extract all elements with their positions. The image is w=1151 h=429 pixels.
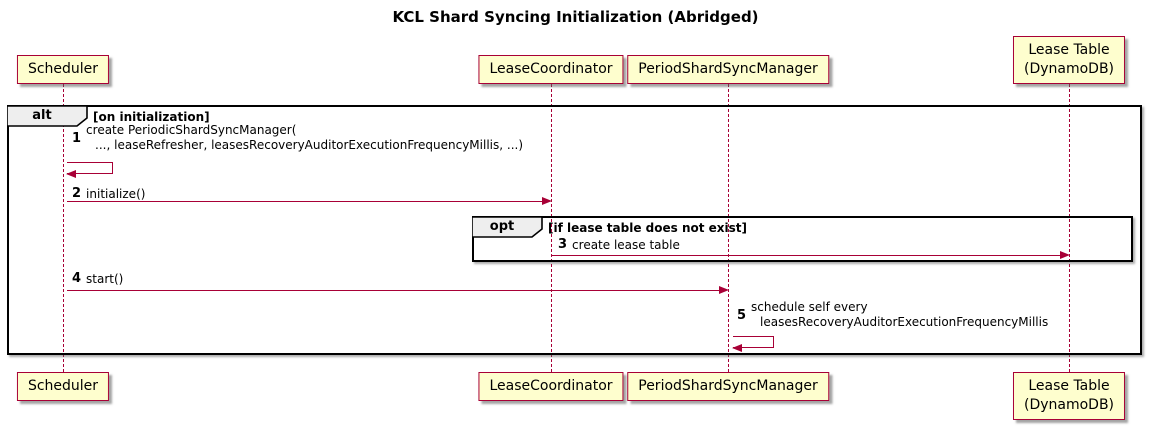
message-4-label: 4 start() xyxy=(72,271,123,286)
message-text: initialize() xyxy=(86,186,146,201)
message-3-label: 3 create lease table xyxy=(558,237,680,252)
arrow-line xyxy=(551,255,1067,256)
message-number: 5 xyxy=(737,307,747,323)
participant-lease-table-top: Lease Table (DynamoDB) xyxy=(1012,36,1126,84)
arrow-head xyxy=(1060,251,1070,259)
lifeline-lease-table xyxy=(1069,84,1070,372)
lifeline-lease-coordinator xyxy=(551,84,552,372)
opt-operator-pentagon xyxy=(472,216,543,238)
message-text-line2: ..., leaseRefresher, leasesRecoveryAudit… xyxy=(95,138,524,152)
message-1-label: 1 create PeriodicShardSyncManager( ..., … xyxy=(72,123,523,153)
participant-label: LeaseCoordinator xyxy=(489,61,613,78)
opt-guard: [if lease table does not exist] xyxy=(548,221,748,235)
lifeline-scheduler xyxy=(63,84,64,372)
message-text: create lease table xyxy=(572,237,680,252)
message-text-line2: leasesRecoveryAuditorExecutionFrequencyM… xyxy=(760,315,1049,329)
message-number: 1 xyxy=(72,130,82,146)
arrow-line xyxy=(67,201,549,202)
message-5-self-arrow xyxy=(732,336,774,352)
message-3-arrow xyxy=(551,251,1070,260)
opt-frame: opt [if lease table does not exist] xyxy=(472,216,1133,262)
alt-frame: alt [on initialization] xyxy=(7,105,1142,355)
message-text: create PeriodicShardSyncManager( ..., le… xyxy=(86,123,523,153)
message-1-self-arrow xyxy=(66,162,113,178)
message-text-line1: schedule self every xyxy=(751,300,868,314)
arrow-head xyxy=(542,197,552,205)
participant-period-shard-sync-manager-bottom: PeriodShardSyncManager xyxy=(627,372,829,401)
message-2-label: 2 initialize() xyxy=(72,186,145,201)
message-5-label: 5 schedule self every leasesRecoveryAudi… xyxy=(737,300,1048,330)
participant-scheduler-top: Scheduler xyxy=(16,55,110,84)
alt-operator-label: alt xyxy=(32,108,52,123)
arrow-head xyxy=(719,286,729,294)
alt-operator-pentagon xyxy=(7,105,88,127)
message-text: schedule self every leasesRecoveryAudito… xyxy=(751,300,1048,330)
participant-label: Scheduler xyxy=(27,61,99,78)
participant-label: Lease Table (DynamoDB) xyxy=(1023,378,1115,413)
message-2-arrow xyxy=(67,197,552,206)
arrow-line xyxy=(67,290,726,291)
arrow-head xyxy=(732,344,742,352)
arrow-head xyxy=(66,170,76,178)
message-number: 3 xyxy=(558,237,568,252)
participant-lease-coordinator-bottom: LeaseCoordinator xyxy=(478,372,624,401)
participant-label: Scheduler xyxy=(27,378,99,394)
participant-lease-table-bottom: Lease Table (DynamoDB) xyxy=(1012,372,1126,420)
participant-label: PeriodShardSyncManager xyxy=(638,61,818,78)
message-text: start() xyxy=(86,271,124,286)
participant-label: LeaseCoordinator xyxy=(489,378,613,394)
participant-lease-coordinator-top: LeaseCoordinator xyxy=(478,55,624,84)
participant-label: Lease Table (DynamoDB) xyxy=(1023,42,1115,78)
lifeline-period-shard-sync-manager xyxy=(728,84,729,372)
participant-scheduler-bottom: Scheduler xyxy=(16,372,110,401)
message-text-line1: create PeriodicShardSyncManager( xyxy=(86,123,297,137)
message-4-arrow xyxy=(67,286,729,295)
participant-label: PeriodShardSyncManager xyxy=(638,378,818,394)
alt-guard: [on initialization] xyxy=(93,110,210,124)
participant-period-shard-sync-manager-top: PeriodShardSyncManager xyxy=(627,55,829,84)
message-number: 4 xyxy=(72,271,82,286)
message-number: 2 xyxy=(72,186,82,201)
diagram-title: KCL Shard Syncing Initialization (Abridg… xyxy=(392,8,759,26)
opt-operator-label: opt xyxy=(489,219,515,234)
